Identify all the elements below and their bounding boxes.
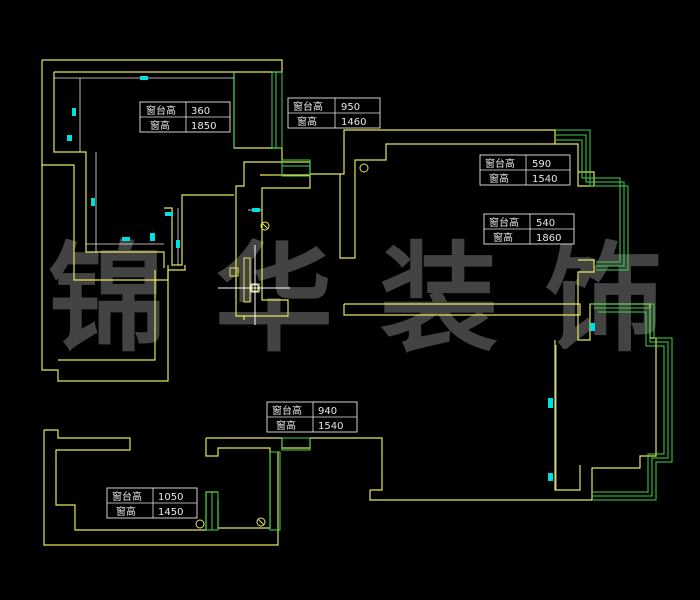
- watermark-char-1: 锦: [48, 229, 166, 368]
- dimension-lines: [54, 77, 557, 490]
- window-label-6: 窗台高 1050 窗高 1450: [106, 487, 198, 519]
- watermark-char-4: 饰: [545, 229, 663, 368]
- height-label: 窗高: [276, 419, 296, 432]
- wall-left-corridor: [41, 165, 169, 382]
- window-center-top: [281, 159, 311, 177]
- drain-icon-cross: [257, 518, 265, 526]
- dim-marker: [122, 237, 130, 241]
- dim-marker: [252, 208, 260, 212]
- window-right-top-2: [555, 134, 625, 267]
- window-bottom-right: [269, 451, 281, 531]
- sill-value: 540: [536, 218, 555, 229]
- window-topleft: [271, 71, 283, 149]
- crosshair-cursor-icon: [218, 245, 290, 325]
- sill-label: 窗台高: [272, 404, 302, 417]
- sill-value: 950: [341, 102, 360, 113]
- wall-bottomleft-outer: [43, 430, 279, 546]
- height-label: 窗高: [116, 505, 136, 518]
- dim-marker: [150, 233, 155, 241]
- sill-label: 窗台高: [489, 216, 519, 229]
- sill-value: 590: [532, 159, 551, 170]
- height-label: 窗高: [150, 119, 170, 132]
- dim-marker: [72, 108, 76, 116]
- height-value: 1850: [191, 121, 216, 132]
- sill-value: 360: [191, 106, 210, 117]
- window-label-1: 窗台高 360 窗高 1850: [139, 101, 231, 133]
- window-right-top-3: [555, 139, 621, 263]
- drain-icon-cross: [261, 222, 269, 230]
- height-value: 1460: [341, 117, 366, 128]
- sill-label: 窗台高: [485, 157, 515, 170]
- dim-marker: [176, 240, 180, 248]
- window-right-bay-3: [592, 311, 665, 493]
- window-right-top: [555, 129, 629, 271]
- drain-icon: [195, 519, 205, 529]
- dim-marker: [548, 398, 553, 408]
- window-label-3: 窗台高 590 窗高 1540: [479, 154, 571, 186]
- sill-value: 1050: [158, 492, 183, 503]
- wall-right: [555, 143, 595, 187]
- door-marker: [229, 267, 239, 277]
- cursor-box: [250, 283, 260, 293]
- drain-icon: [256, 517, 266, 527]
- dim-marker: [91, 198, 95, 206]
- window-label-5: 窗台高 940 窗高 1540: [266, 401, 358, 433]
- window-label-4: 窗台高 540 窗高 1860: [483, 213, 575, 245]
- height-value: 1860: [536, 233, 561, 244]
- wall-bottom-mid-inner: [205, 438, 271, 529]
- dimension-markers: [67, 76, 595, 481]
- wall-topleft-inner-left: [53, 72, 165, 268]
- height-value: 1450: [158, 507, 183, 518]
- sill-value: 940: [318, 406, 337, 417]
- sill-label: 窗台高: [112, 490, 142, 503]
- wall-topleft-outer-left: [41, 60, 186, 281]
- window-right-bay-2: [592, 307, 669, 497]
- window-label-tables: 窗台高 360 窗高 1850 窗台高 950 窗高 1460 窗台高 590 …: [106, 97, 575, 519]
- sill-label: 窗台高: [293, 100, 323, 113]
- wall-center-stub: [244, 174, 311, 317]
- dim-marker: [140, 76, 148, 80]
- window-right-bay: [590, 303, 673, 501]
- sill-label: 窗台高: [146, 104, 176, 117]
- wall-bottom-mid: [206, 437, 383, 491]
- height-value: 1540: [532, 174, 557, 185]
- wall-center-hall: [343, 303, 581, 316]
- height-label: 窗高: [493, 231, 513, 244]
- wall-topleft-notch: [164, 194, 234, 266]
- wall-right-inner: [554, 340, 581, 491]
- drain-icon: [359, 163, 369, 173]
- height-label: 窗高: [297, 115, 317, 128]
- dim-marker: [590, 323, 595, 331]
- height-value: 1540: [318, 421, 343, 432]
- height-label: 窗高: [489, 172, 509, 185]
- wall-left-corridor-inner: [58, 270, 156, 361]
- door-marker: [243, 257, 251, 303]
- dim-marker: [548, 473, 553, 481]
- drain-icon: [260, 221, 270, 231]
- watermark-char-3: 装: [380, 229, 498, 368]
- watermark-char-2: 华: [215, 229, 333, 368]
- window-label-2: 窗台高 950 窗高 1460: [287, 97, 381, 129]
- dim-marker: [165, 212, 173, 216]
- windows: [205, 71, 673, 531]
- dim-marker: [67, 135, 72, 141]
- window-bottom-mid: [281, 437, 311, 451]
